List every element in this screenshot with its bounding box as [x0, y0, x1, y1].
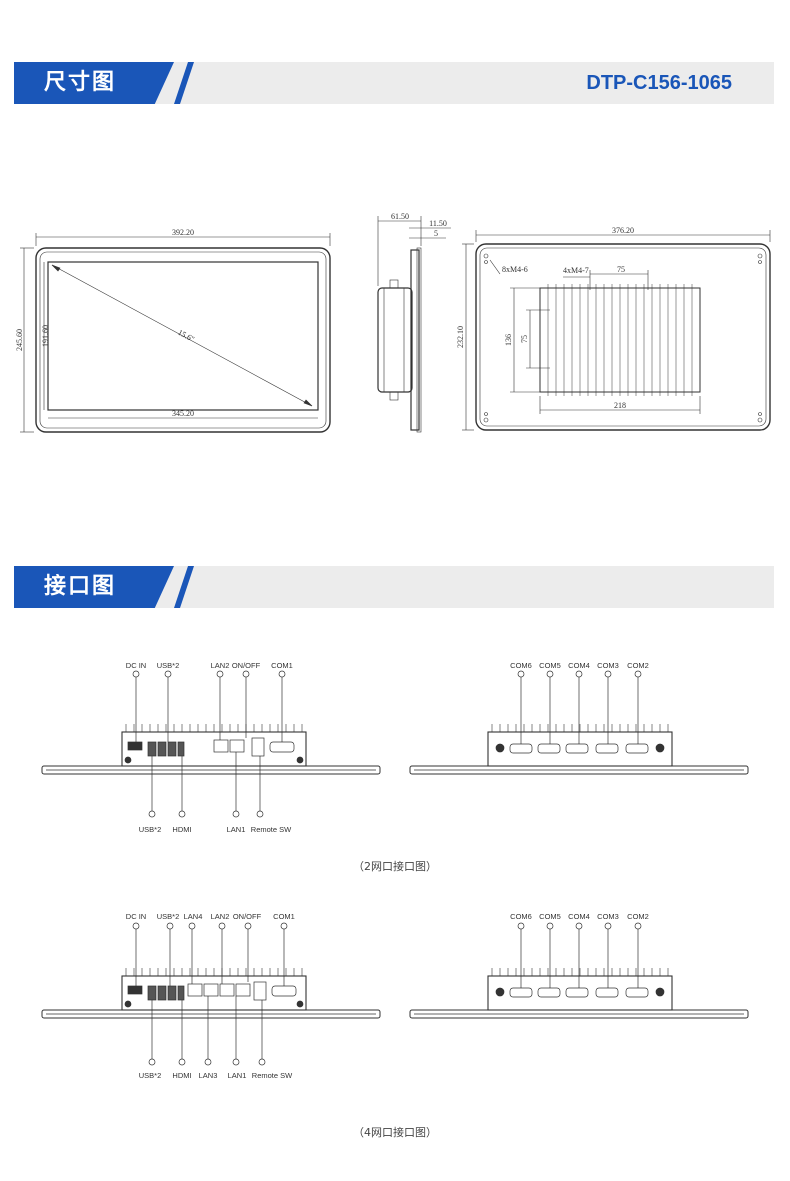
port-label: LAN3: [199, 1071, 218, 1080]
port-label: COM3: [597, 661, 619, 670]
port-label: LAN1: [228, 1071, 247, 1080]
caption-4lan: （4网口接口图）: [353, 1126, 437, 1139]
port-label: COM4: [568, 661, 590, 670]
port-label: Remote SW: [251, 825, 292, 834]
caption-2lan: （2网口接口图）: [353, 860, 437, 873]
diagonal-line: [51, 264, 313, 407]
port-label: LAN2: [211, 912, 230, 921]
port-label: COM3: [597, 912, 619, 921]
port-label: COM4: [568, 912, 590, 921]
slash-decoration: [174, 62, 194, 104]
port-label: COM1: [271, 661, 293, 670]
side-panel: [410, 249, 420, 431]
front-outer-frame: [35, 247, 331, 433]
side-box: [377, 287, 413, 393]
slash-decoration: [174, 566, 194, 608]
port-label: COM6: [510, 661, 532, 670]
section-tab: [14, 62, 174, 104]
port-label: COM5: [539, 912, 561, 921]
port-label: LAN1: [227, 825, 246, 834]
screen-width-label: 345.20: [172, 409, 194, 418]
right-io-panel: [487, 731, 673, 767]
back-height-label: 232.10: [456, 326, 465, 348]
port-label: Remote SW: [252, 1071, 293, 1080]
front-height-label: 245.60: [15, 329, 24, 351]
box-height-label: 136: [504, 334, 513, 346]
port-label: ON/OFF: [232, 661, 261, 670]
model-number: DTP-C156-1065: [586, 72, 732, 94]
front-screen: [47, 261, 319, 411]
port-label: LAN4: [184, 912, 203, 921]
port-label: USB*2: [139, 825, 162, 834]
port-label: USB*2: [139, 1071, 162, 1080]
port-label: COM2: [627, 661, 649, 670]
section-header-interfaces: 接口图: [14, 566, 774, 608]
port-label: HDMI: [172, 1071, 191, 1080]
side-bezel-label: 11.50: [429, 219, 447, 228]
dimension-drawing: 392.20 345.20 245.60 191.60 15.6" 61.50 …: [15, 212, 771, 433]
back-width-label: 376.20: [612, 226, 634, 235]
port-label: DC IN: [126, 912, 146, 921]
side-depth-label: 61.50: [391, 212, 409, 221]
port-label: LAN2: [211, 661, 230, 670]
port-label: HDMI: [172, 825, 191, 834]
screen-height-label: 191.60: [41, 325, 50, 347]
box-width-label: 218: [614, 401, 626, 410]
port-label: COM2: [627, 912, 649, 921]
interface-diagram-2lan: DC IN USB*2 LAN2 ON/OFF COM1 USB*2 HDMI …: [41, 661, 749, 834]
back-outer-frame: [475, 243, 771, 431]
vesa-h-label: 75: [617, 265, 625, 274]
screw-note: 8xM4-6: [502, 265, 528, 274]
section-title: 尺寸图: [44, 70, 117, 95]
port-label: USB*2: [157, 661, 180, 670]
right-io-panel: [487, 975, 673, 1011]
interface-diagram-4lan: DC IN USB*2 LAN4 LAN2 ON/OFF COM1 USB*2 …: [41, 912, 749, 1080]
section-tab: [14, 566, 174, 608]
port-label: COM6: [510, 912, 532, 921]
vesa-v-label: 75: [520, 335, 529, 343]
section-header-dimensions: 尺寸图 DTP-C156-1065: [14, 62, 774, 104]
port-label: COM5: [539, 661, 561, 670]
front-width-label: 392.20: [172, 228, 194, 237]
port-label: USB*2: [157, 912, 180, 921]
side-panel-label: 5: [434, 229, 438, 238]
port-label: COM1: [273, 912, 295, 921]
heatsink-fins: [547, 284, 693, 396]
port-label: ON/OFF: [233, 912, 262, 921]
mount-note: 4xM4-7: [563, 266, 589, 275]
port-label: DC IN: [126, 661, 146, 670]
section-title: 接口图: [44, 574, 117, 599]
